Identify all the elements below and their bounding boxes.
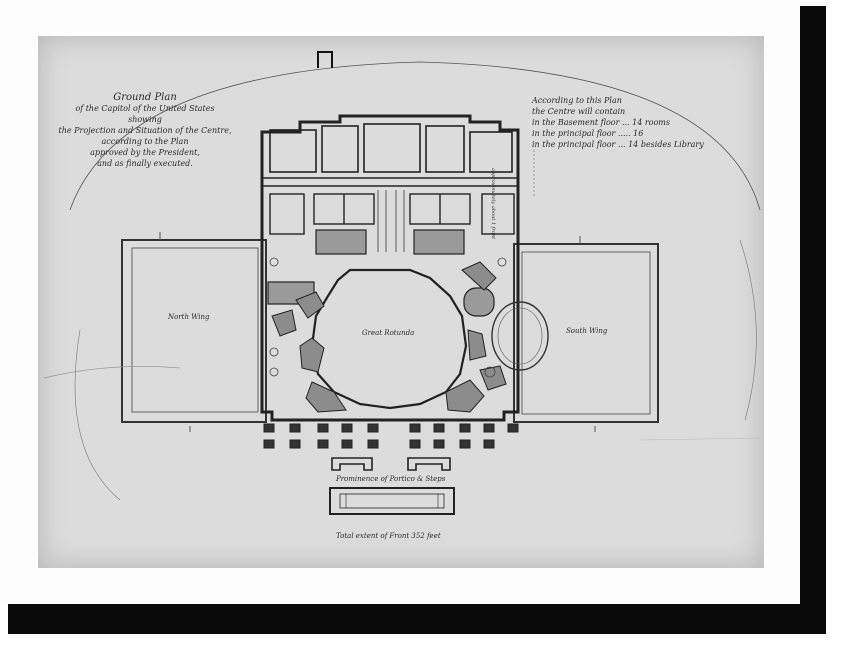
title-line: according to the Plan <box>101 137 189 146</box>
north-wing-outline <box>121 239 267 423</box>
side-note: approximately about 1 front <box>490 168 496 240</box>
title-line: of the Capitol of the United States <box>75 104 215 113</box>
room-count-note: According to this Plan the Centre will c… <box>532 95 732 150</box>
note-line: in the Basement floor ... 14 rooms <box>532 118 670 127</box>
portico-label: Prominence of Portico & Steps <box>336 475 446 483</box>
ground-arc <box>69 61 761 211</box>
note-line: in the principal floor ... 14 besides Li… <box>532 140 704 149</box>
ground-arc-lower <box>74 329 121 501</box>
title-line: the Projection and Situation of the Cent… <box>58 126 232 135</box>
title-line: and as finally executed. <box>97 159 193 168</box>
north-marker <box>317 51 333 68</box>
great-rotunda <box>310 268 468 410</box>
title-line: Ground Plan <box>113 92 177 103</box>
note-line: in the principal floor ..... 16 <box>532 129 644 138</box>
portico-steps <box>329 487 455 515</box>
title-line: approved by the President, <box>90 148 200 157</box>
note-line: the Centre will contain <box>532 107 626 116</box>
room-shaded-4 <box>463 287 495 317</box>
south-wing-outline <box>513 243 659 423</box>
west-rooms <box>262 123 518 187</box>
note-line: According to this Plan <box>532 96 622 105</box>
room-shaded-1 <box>315 229 367 255</box>
portico-left <box>331 457 373 471</box>
rotunda-label: Great Rotunda <box>362 329 415 337</box>
room-shaded-2 <box>413 229 465 255</box>
south-oval-room <box>491 301 549 371</box>
portico-right <box>407 457 451 471</box>
title-block: Ground Plan of the Capitol of the United… <box>50 92 240 169</box>
north-wing-label: North Wing <box>168 313 210 321</box>
south-wing-label: South Wing <box>566 327 608 335</box>
scale-note: Total extent of Front 352 feet <box>336 532 441 540</box>
centre-outline <box>260 114 520 422</box>
title-line: showing <box>128 115 162 124</box>
ground-arc-right <box>739 239 757 421</box>
